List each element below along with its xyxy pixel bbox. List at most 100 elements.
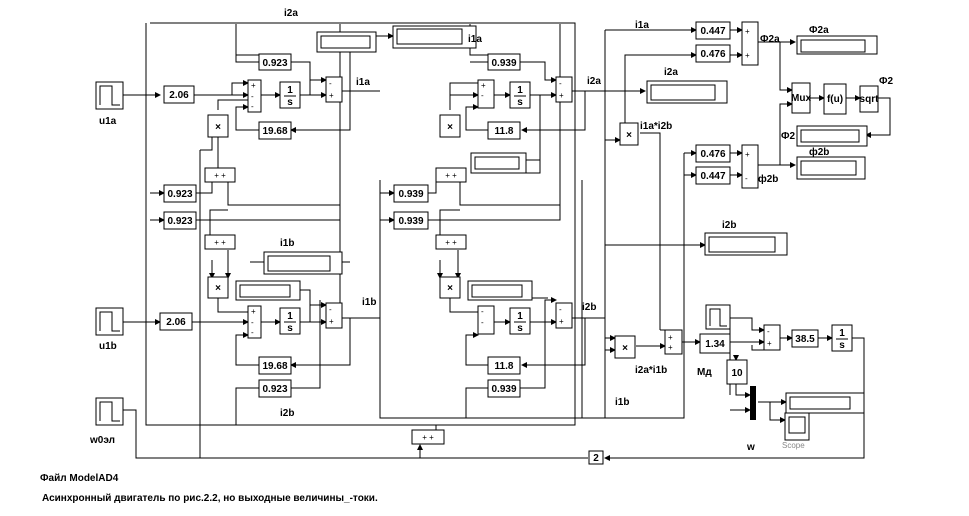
gain-0-939-c[interactable]: 0.939 [393,211,429,230]
gain-11-8-b[interactable]: 11.8 [487,356,521,375]
gain-0-923-b[interactable]: 0.923 [163,184,197,203]
gain-0-939-a[interactable]: 0.939 [487,53,521,71]
integrator-2[interactable]: 1s [509,81,531,109]
gain-2-06-top[interactable]: 2.06 [163,85,195,104]
svg-text:i2b: i2b [582,302,596,313]
display-lower-2[interactable] [467,280,533,301]
sum-block-7[interactable]: -- [477,305,495,335]
gain-11-8-a[interactable]: 11.8 [487,121,521,140]
svg-text:0.447: 0.447 [700,171,725,182]
file-caption: Файл ModelAD4 [40,473,119,484]
svg-text:i2a*i1b: i2a*i1b [635,365,667,376]
sum-block-phi2a[interactable]: ++ [741,21,759,66]
gain-0-476-b[interactable]: 0.476 [695,144,731,163]
sum-block-4[interactable]: -+ [555,76,573,103]
display-w[interactable] [785,392,865,414]
svg-text:Мд: Мд [697,367,712,378]
sum-pp-3[interactable]: + + [435,167,467,183]
gain-10[interactable]: 10 [726,359,748,385]
display-mid-1[interactable] [470,152,527,174]
sum-block-8[interactable]: -+ [555,302,573,329]
sum-pp-1[interactable]: + + [204,167,236,183]
svg-text:0.923: 0.923 [262,58,287,69]
mux-bar[interactable] [750,386,756,420]
svg-text:-: - [251,92,254,101]
gain-0-923-d[interactable]: 0.923 [258,379,292,398]
source-u1a[interactable] [95,81,124,110]
svg-text:×: × [447,283,453,294]
svg-text:sqrt: sqrt [860,94,880,105]
sum-block-3[interactable]: +- [477,79,495,109]
display-i1a-top[interactable] [392,25,477,49]
gain-38-5[interactable]: 38.5 [791,329,819,348]
gain-0-923-a[interactable]: 0.923 [258,53,292,71]
svg-text:0.476: 0.476 [700,149,725,160]
sum-block-1[interactable]: +-- [247,79,262,113]
svg-text:+ +: + + [214,238,226,247]
sum-pp-2[interactable]: + + [204,234,236,250]
svg-text:i1a: i1a [468,34,482,45]
sqrt-block[interactable]: sqrt [859,85,880,113]
gain-0-939-d[interactable]: 0.939 [487,379,521,398]
wires [123,22,891,461]
gain-0-923-c[interactable]: 0.923 [163,211,197,230]
sum-block-phi2b[interactable]: +- [741,144,759,189]
integrator-1[interactable]: 1s [279,81,301,109]
product-block-2[interactable]: × [207,276,229,299]
product-block-6[interactable]: × [614,335,636,359]
integrator-4[interactable]: 1s [509,307,531,335]
gain-19-68-b[interactable]: 19.68 [258,356,292,375]
svg-text:+: + [668,333,673,342]
gain-0-476-a[interactable]: 0.476 [695,44,731,63]
svg-text:u1b: u1b [99,341,117,352]
sum-pp-4[interactable]: + + [435,234,467,250]
product-block-3[interactable]: × [439,114,461,138]
sum-block-5[interactable]: +-- [247,305,262,339]
gain-2[interactable]: 2 [588,450,604,465]
source-u1b[interactable] [95,307,124,336]
svg-text:1: 1 [287,311,293,322]
sum-block-6[interactable]: -+ [325,302,343,329]
svg-text:+: + [668,343,673,352]
integrator-3[interactable]: 1s [279,307,301,335]
scope-block[interactable] [784,412,810,441]
svg-text:+: + [559,317,564,326]
gain-0-447-a[interactable]: 0.447 [695,21,731,40]
integrator-5[interactable]: 1s [831,324,853,352]
product-block-1[interactable]: × [207,114,229,138]
svg-text:2.06: 2.06 [166,317,186,328]
display-phi2b[interactable] [796,156,866,180]
gain-19-68-a[interactable]: 19.68 [258,121,292,140]
svg-text:1: 1 [839,328,845,339]
svg-text:u1a: u1a [99,116,117,127]
gain-0-447-b[interactable]: 0.447 [695,166,731,185]
svg-text:-: - [329,305,332,314]
svg-text:Scope: Scope [782,441,805,450]
svg-text:×: × [626,130,632,141]
gain-0-939-b[interactable]: 0.939 [393,184,429,203]
product-block-5[interactable]: × [619,122,639,146]
sum-block-torque[interactable]: ++ [664,329,683,355]
display-i2a-top[interactable] [316,31,377,53]
sum-block-mech[interactable]: -+ [763,324,781,351]
display-i2a-right[interactable] [646,80,728,104]
display-lower-1[interactable] [235,280,301,301]
display-i2b-right[interactable] [704,232,788,256]
svg-text:s: s [287,97,293,108]
gain-1-34[interactable]: 1.34 [699,333,731,354]
sum-block-2[interactable]: -+ [325,76,343,103]
display-phi2[interactable] [796,125,868,147]
source-load[interactable] [705,304,731,330]
mux-block[interactable]: Mux [791,82,811,114]
fcn-block[interactable]: f(u) [823,83,847,115]
source-w0el[interactable] [95,397,124,426]
display-i1b[interactable] [263,251,343,275]
product-block-4[interactable]: × [439,276,461,299]
svg-text:w: w [746,442,755,453]
sum-pp-5[interactable]: + + [411,429,445,445]
svg-text:Ф2a: Ф2a [760,34,780,45]
svg-text:i1a: i1a [635,20,649,31]
gain-2-06-bottom[interactable]: 2.06 [159,312,193,331]
display-phi2a[interactable] [796,35,878,55]
